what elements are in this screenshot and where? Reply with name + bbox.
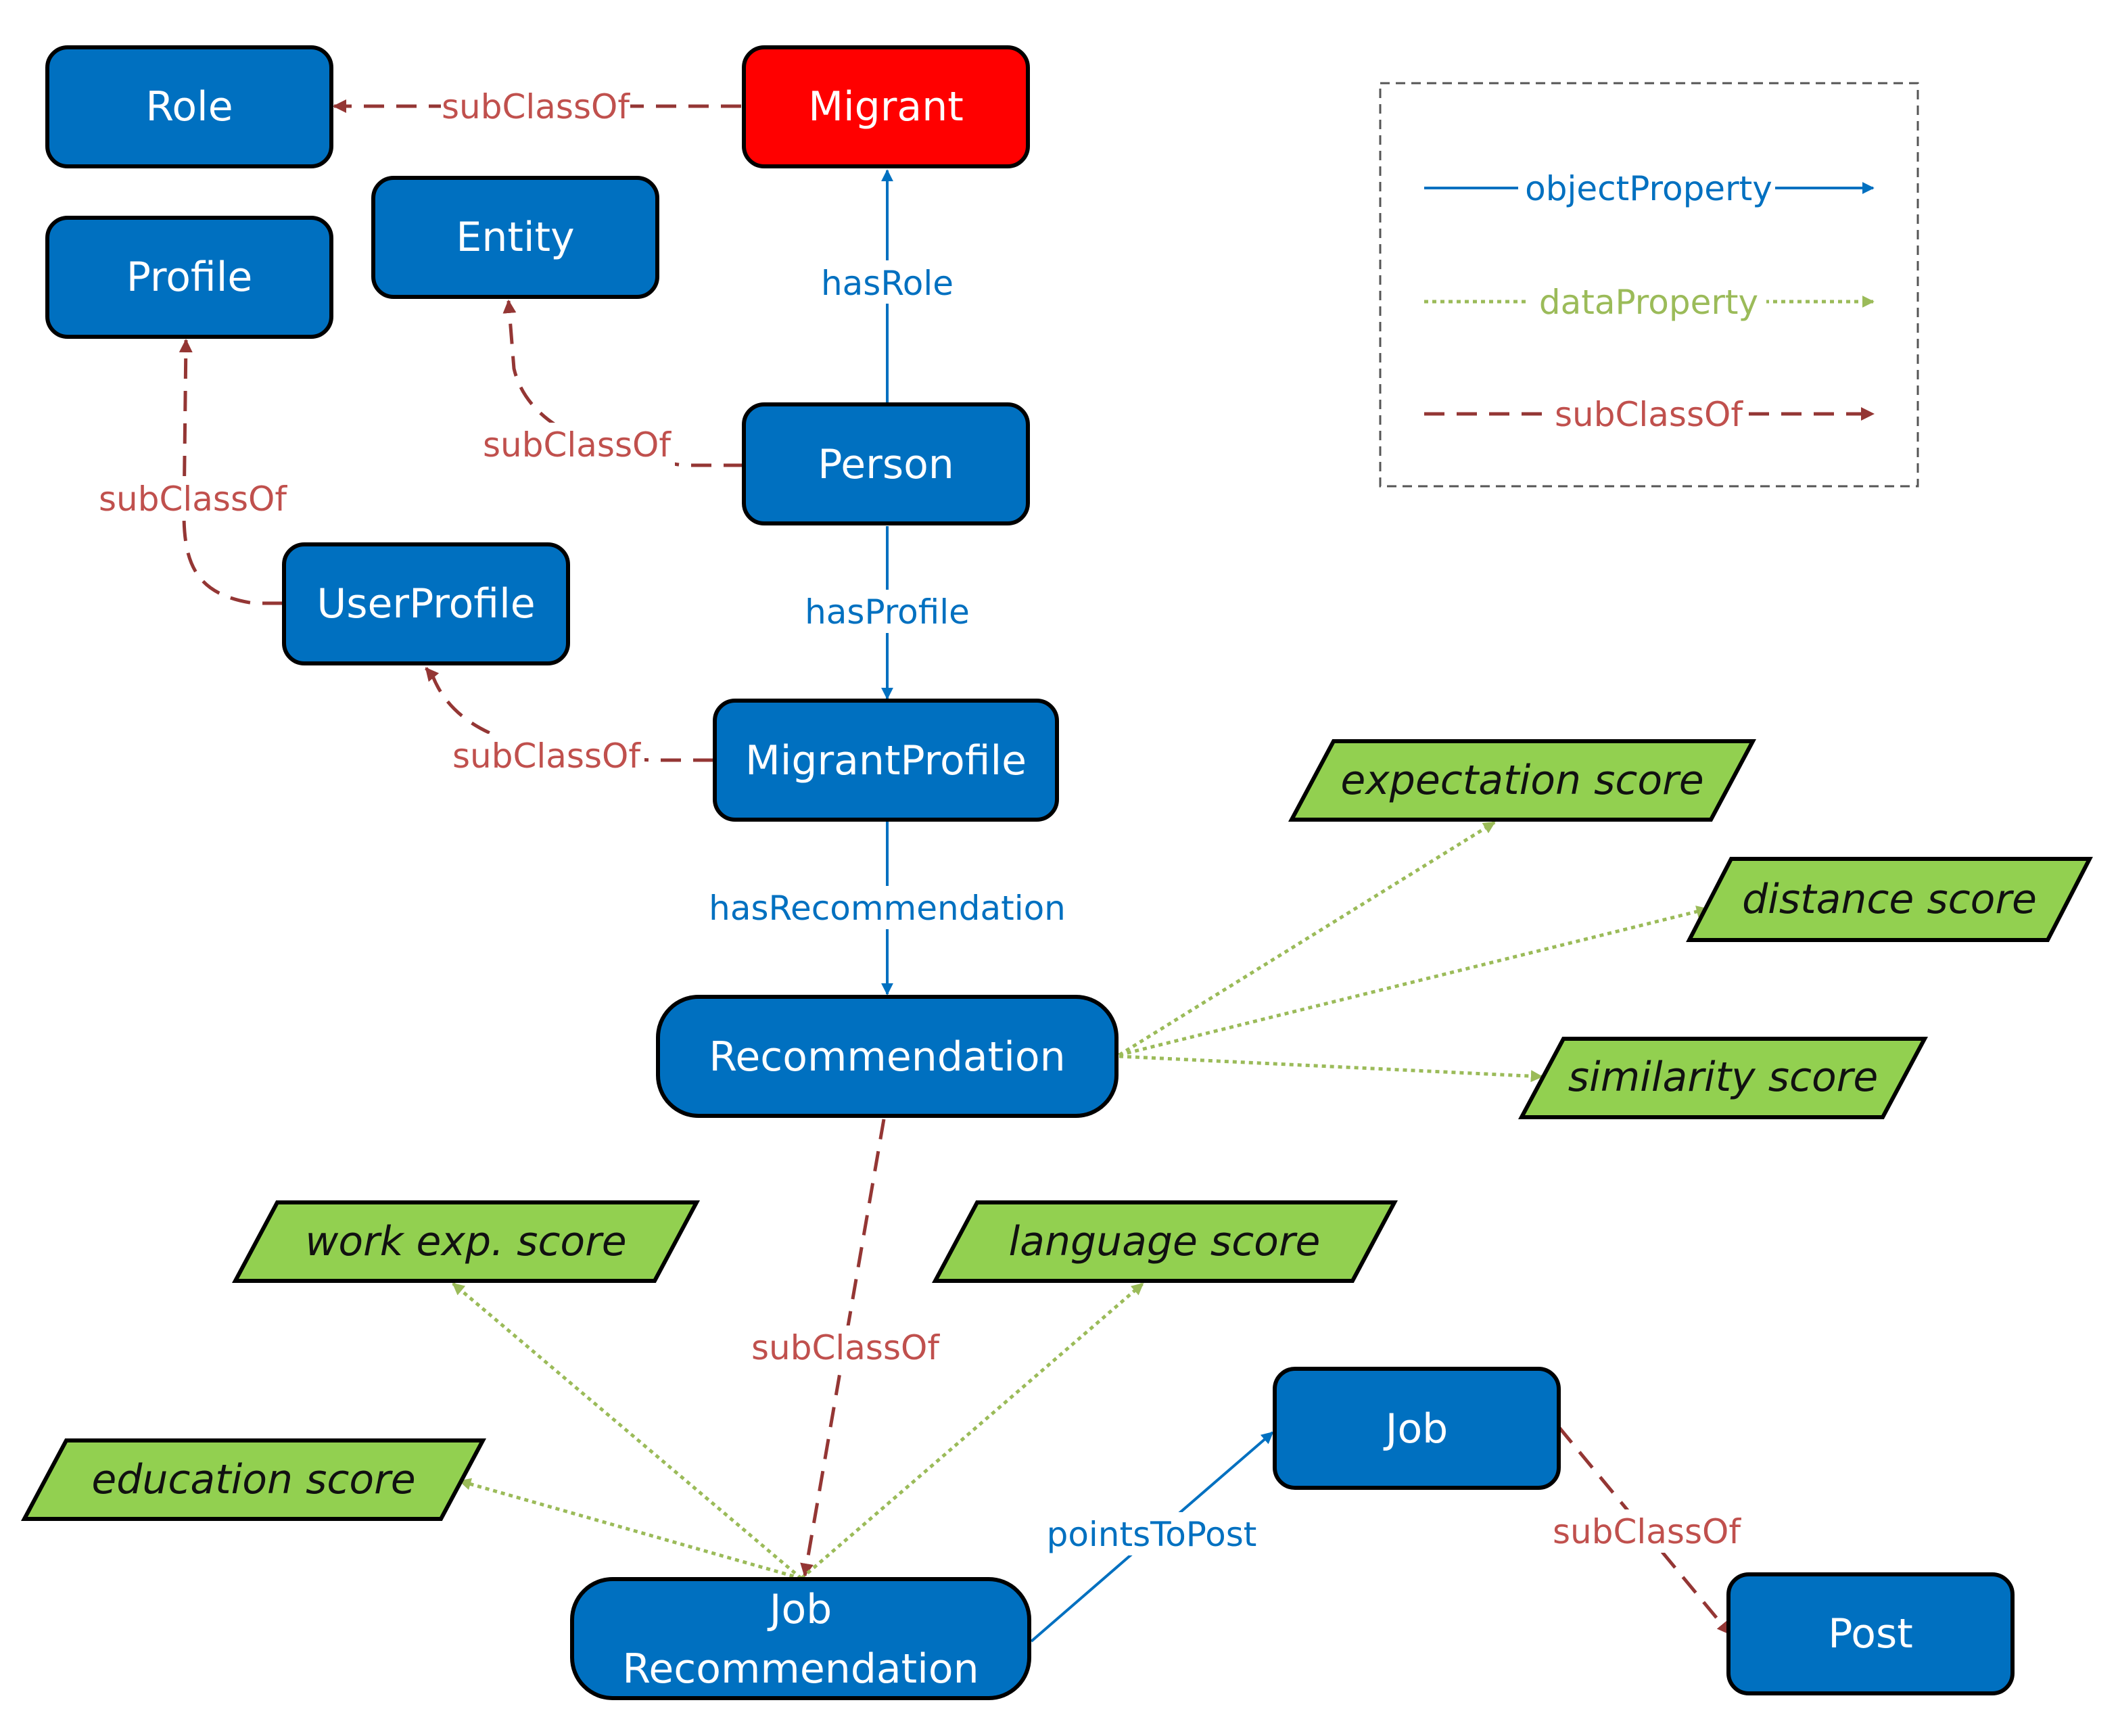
edge-recommendation-dataproperty-distance [1119,906,1709,1057]
node-label: UserProfile [316,580,535,628]
node-job: Job [1273,1367,1561,1490]
node-entity: Entity [371,176,659,299]
edge-migrantprofile-hasrecommendation-recommendation: hasRecommendation [703,821,1071,995]
edge-person-hasprofile-migrantprofile: hasProfile [798,526,976,700]
data-node-label: distance score [1742,876,2037,923]
edge-jobrecommendation-dataproperty-language [800,1282,1144,1580]
edge-recommendation-dataproperty-similarity [1119,1054,1543,1083]
node-label: Profile [126,254,253,301]
edge-job-subclassof-post: subClassOf [1549,1426,1745,1635]
edge-person-hasrole-migrant: hasRole [811,169,963,403]
node-label: Job [1383,1405,1449,1453]
legend-object-property: objectProperty [1424,168,1875,208]
edge-label-subclassof: subClassOf [452,736,641,776]
edge-person-subclassof-entity: subClassOf [479,300,744,467]
data-node-label: education score [91,1456,415,1503]
data-node-label: expectation score [1340,757,1703,804]
edge-label-hasrecommendation: hasRecommendation [709,889,1066,928]
node-label: Migrant [808,83,964,131]
edge-label-subclassof: subClassOf [751,1328,940,1367]
node-label-line2: Recommendation [622,1645,979,1693]
edge-label-hasrole: hasRole [821,264,954,303]
node-label: Person [818,441,954,488]
node-label: Post [1828,1610,1913,1658]
node-label: MigrantProfile [745,737,1027,784]
node-role: Role [45,45,333,168]
node-user-profile: UserProfile [282,542,570,665]
node-person: Person [742,402,1030,525]
node-profile: Profile [45,216,333,339]
data-node-similarity-score: similarity score [1517,1037,1929,1119]
legend-label: dataProperty [1539,283,1758,322]
legend-label: objectProperty [1525,169,1772,208]
data-node-education-score: education score [20,1438,487,1521]
node-migrant-profile: MigrantProfile [713,699,1059,822]
edge-jobrecommendation-pointstopost-job: pointsToPost [1030,1431,1274,1643]
node-label-line1: Job [767,1586,832,1633]
legend-border [1379,82,1919,488]
edge-label-subclassof: subClassOf [99,479,287,519]
data-node-distance-score: distance score [1686,857,2093,942]
data-node-expectation-score: expectation score [1288,739,1757,822]
node-recommendation: Recommendation [656,995,1119,1118]
edge-jobrecommendation-dataproperty-education [458,1478,802,1580]
node-label: Role [145,83,233,131]
data-node-label: language score [1009,1218,1321,1265]
edge-recommendation-subclassof-jobrecommendation: subClassOf [747,1119,943,1577]
node-post: Post [1726,1572,2015,1695]
legend-data-property: dataProperty [1424,281,1875,322]
edge-label-subclassof: subClassOf [483,425,672,465]
data-node-work-exp-score: work exp. score [231,1200,701,1283]
legend-subclass-of: subClassOf [1424,394,1875,434]
node-job-recommendation: Job Recommendation [570,1577,1031,1700]
node-migrant: Migrant [742,45,1030,168]
edge-label-hasprofile: hasProfile [805,592,970,632]
edge-label-subclassof: subClassOf [442,87,630,126]
legend: objectProperty dataProperty subClassOf [1379,82,1919,488]
edge-migrant-subclassof-role: subClassOf [333,85,741,128]
data-node-language-score: language score [931,1200,1398,1283]
edge-recommendation-dataproperty-expectation [1118,820,1496,1057]
node-label: Entity [456,214,574,261]
data-node-label: similarity score [1568,1054,1878,1101]
data-node-label: work exp. score [305,1218,626,1265]
node-label: Recommendation [709,1033,1065,1081]
edge-jobrecommendation-dataproperty-workexp [452,1282,803,1580]
legend-label: subClassOf [1555,395,1743,434]
edge-label-subclassof: subClassOf [1553,1512,1741,1551]
edge-label-pointstopost: pointsToPost [1047,1515,1257,1554]
edge-migrantprofile-subclassof-userprofile: subClassOf [425,667,713,777]
edge-userprofile-subclassof-profile: subClassOf [95,339,291,605]
